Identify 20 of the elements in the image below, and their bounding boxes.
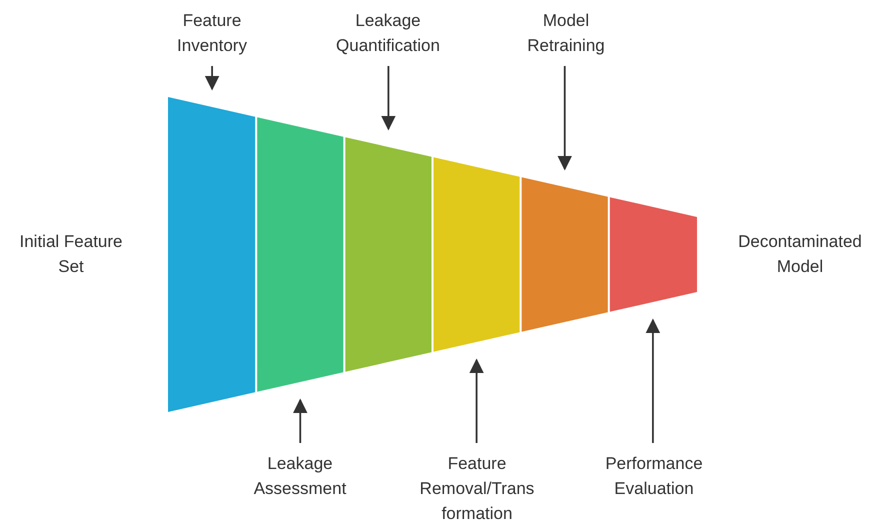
output-label: Decontaminated Model xyxy=(737,231,863,278)
funnel-segment xyxy=(345,137,432,372)
step-label: Feature Inventory xyxy=(152,8,272,58)
funnel-segment xyxy=(257,117,344,392)
funnel-segment xyxy=(168,97,256,412)
step-label: Feature Removal/Trans formation xyxy=(412,451,542,524)
step-label: Performance Evaluation xyxy=(584,451,724,501)
step-label: Model Retraining xyxy=(506,8,626,58)
arrow xyxy=(469,358,484,443)
arrow xyxy=(293,398,308,443)
funnel-segment xyxy=(610,197,697,312)
funnel-segment xyxy=(434,157,520,352)
arrow xyxy=(381,66,396,130)
step-label: Leakage Assessment xyxy=(235,451,365,501)
arrow xyxy=(204,66,220,90)
funnel-segment xyxy=(522,177,608,332)
step-label: Leakage Quantification xyxy=(308,8,468,58)
arrow xyxy=(558,66,572,170)
arrow xyxy=(646,318,660,443)
input-label: Initial Feature Set xyxy=(18,231,124,278)
